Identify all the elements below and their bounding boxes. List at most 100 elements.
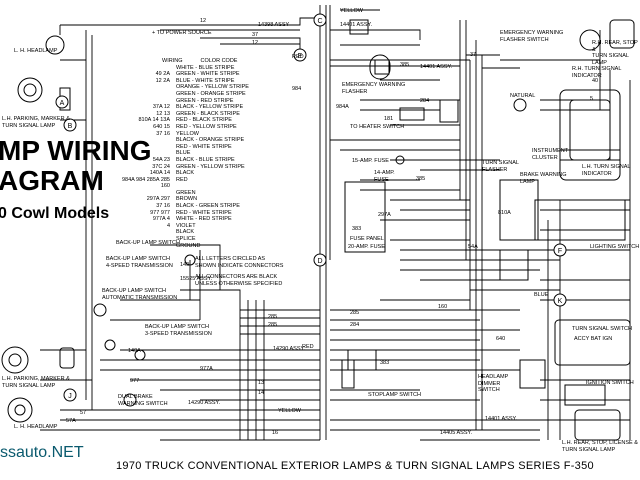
note-line: SHOWN INDICATE CONNECTORS — [195, 263, 284, 269]
legend-wire-color: ORANGE - YELLOW STRIPE — [176, 84, 249, 91]
legend-row: WHITE - BLUE STRIPE — [112, 65, 322, 72]
legend-wire-number: 12 13 — [156, 110, 170, 117]
legend-row: 54A 23 BLACK - BLUE STRIPE — [112, 157, 322, 164]
legend-wire-color: BLACK - ORANGE STRIPE — [176, 137, 245, 144]
wire-number: 285 — [268, 314, 278, 320]
wire-number: 57 — [80, 410, 87, 416]
wire-number: 40 — [592, 78, 599, 84]
wire-number: 977A — [200, 366, 213, 372]
wire-color-yellow-top: YELLOW — [340, 8, 363, 14]
lh-headlamp-bottom-label: L. H. HEADLAMP — [14, 424, 58, 430]
legend-wire-number: 37C 24 — [152, 163, 170, 170]
wire-number: 16 — [272, 430, 279, 436]
wire-number: 383 — [352, 226, 362, 232]
wire-number: 37 — [470, 52, 477, 58]
diagram-caption: 1970 TRUCK CONVENTIONAL EXTERIOR LAMPS &… — [116, 460, 594, 472]
wire-number: 284 — [420, 98, 430, 104]
wire-number: 984 — [292, 86, 302, 92]
svg-text:C: C — [317, 18, 322, 25]
lh-headlamp-top-label: L. H. HEADLAMP — [14, 48, 58, 54]
legend-wire-number: 640 15 — [153, 123, 170, 130]
legend-row: SPLICE — [112, 236, 322, 243]
fuse-15amp-label: 15-AMP. FUSE — [352, 158, 389, 164]
legend-wire-color: WHITE - BLUE STRIPE — [176, 64, 235, 71]
wire-color-red-a: RED — [292, 54, 304, 60]
watermark: ssauto.NET — [0, 444, 84, 461]
legend-wire-number: 37A 12 — [152, 104, 170, 111]
stoplamp-switch-label: STOPLAMP SWITCH — [368, 392, 421, 398]
legend-wire-number: 297A 297 — [146, 196, 170, 203]
legend-row: 37A 12 BLACK - YELLOW STRIPE — [112, 104, 322, 111]
wire-number: 140 — [180, 262, 190, 268]
svg-text:D: D — [317, 258, 322, 265]
assy-14401-mid-label: 14401 ASSY. — [420, 64, 453, 70]
legend-row: ORANGE - YELLOW STRIPE — [112, 84, 322, 91]
legend-wire-number: 984A 984 285A 285 160 — [121, 176, 170, 190]
legend-wire-color: BLACK - YELLOW STRIPE — [176, 104, 244, 111]
note-line: ALL CONNECTORS ARE BLACK — [195, 274, 278, 280]
legend-wire-number: 54A 23 — [152, 156, 170, 163]
legend-wire-color: BLACK - BLUE STRIPE — [176, 156, 235, 163]
wire-number: 140A — [128, 348, 141, 354]
legend-row: BLACK — [112, 229, 322, 236]
wire-number: 5 — [590, 96, 594, 102]
legend-row: 977A 4 WHITE - RED STRIPE — [112, 216, 322, 223]
lighting-switch-label: LIGHTING SWITCH — [590, 244, 640, 250]
wire-number: 385 — [400, 62, 410, 68]
legend-wire-number: 977 977 — [150, 209, 170, 216]
legend-row: 984A 984 285A 285 160 RED — [112, 177, 322, 190]
legend-wire-color: GROUND — [176, 242, 201, 249]
wire-number: 285 — [268, 322, 278, 328]
legend-wire-number: 37 16 — [156, 130, 170, 137]
legend-wire-color: WHITE - RED STRIPE — [176, 216, 232, 223]
wire-number: 12 — [252, 40, 259, 46]
assy-14290-b-label: 14290 ASSY. — [188, 400, 221, 406]
legend-wire-number: 810A 14 13A — [138, 117, 170, 124]
assy-14405-label: 14405 ASSY. — [440, 430, 473, 436]
legend-wire-color: BLUE — [176, 150, 191, 157]
svg-text:A: A — [60, 100, 65, 107]
to-heater-switch-label: TO HEATER SWITCH — [350, 124, 405, 130]
wire-number: 13 — [258, 380, 265, 386]
legend-wire-number: 140A 14 — [149, 170, 170, 177]
natural-label: NATURAL — [510, 93, 536, 99]
assy-14401-bottom-label: 14401 ASSY. — [485, 416, 518, 422]
svg-text:E: E — [298, 53, 303, 60]
legend-wire-color: GREEN — [176, 189, 196, 196]
legend-wire-number: 977A 4 — [152, 216, 170, 223]
lh-rear-stop-lamp-label: L.H. REAR, STOP, LICENSE &TURN SIGNAL LA… — [562, 440, 638, 453]
legend-wire-color: RED — [176, 176, 188, 183]
wire-number: 160 — [438, 304, 448, 310]
wire-number: 14 — [258, 390, 265, 396]
backup-lamp-switch-label: BACK-UP LAMP SWITCH — [116, 240, 180, 246]
legend-wire-color: RED - WHITE STRIPE — [176, 143, 232, 150]
wire-number: 383 — [380, 360, 390, 366]
legend-wire-number: 4 — [166, 222, 170, 229]
wire-number: 285 — [350, 310, 360, 316]
note-line: ALL LETTERS CIRCLED AS — [195, 256, 266, 262]
legend-wire-color: GREEN - ORANGE STRIPE — [176, 90, 246, 97]
assy-14398-label: 14398 ASSY — [258, 22, 290, 28]
wire-color-blue: BLUE — [534, 292, 549, 298]
assy-15525-label: 15525 ASSY. — [180, 276, 213, 282]
wire-number: 297A — [378, 212, 391, 218]
fuse-panel-label: FUSE PANEL — [350, 236, 384, 242]
rh-rear-stop-lamp-label: R.H. REAR, STOP &TURN SIGNAL LAMP — [592, 40, 638, 66]
legend-wire-color: BLACK - GREEN STRIPE — [176, 203, 240, 210]
connector-notes: ALL LETTERS CIRCLED AS SHOWN INDICATE CO… — [195, 256, 283, 288]
wire-color-yellow-bottom: YELLOW — [278, 408, 301, 414]
